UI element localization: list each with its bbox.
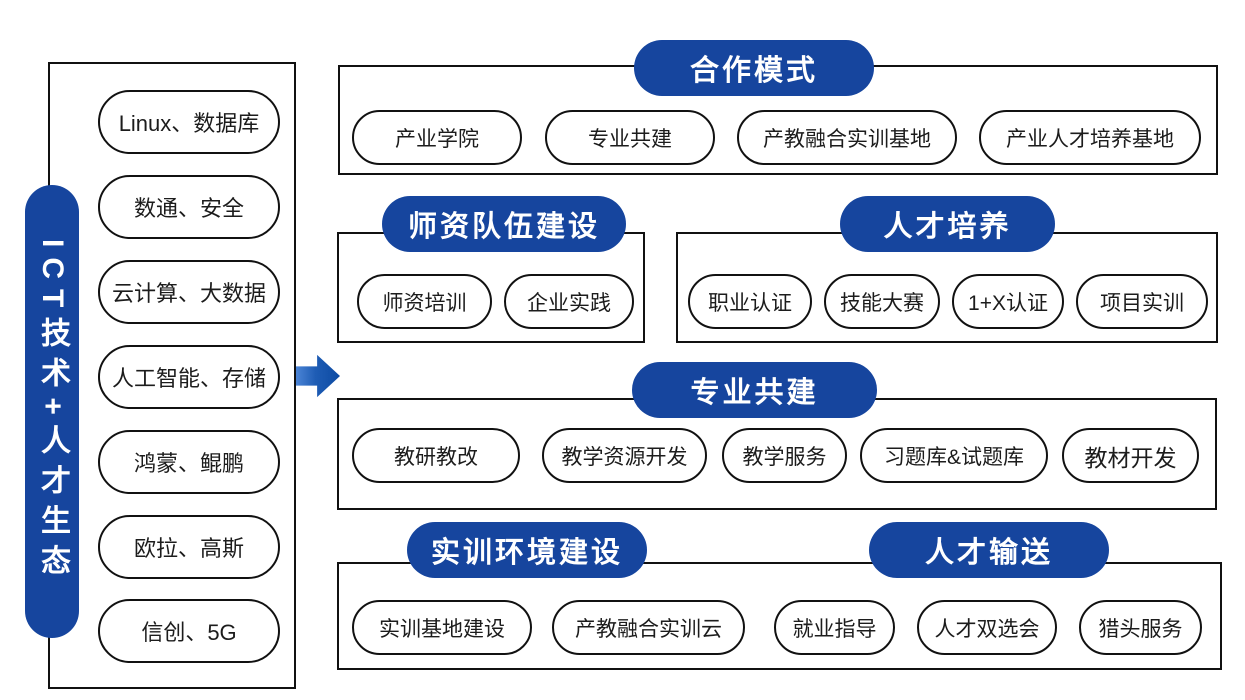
list-item: 猎头服务	[1079, 600, 1202, 655]
list-item: 人才双选会	[917, 600, 1057, 655]
list-item: 技能大赛	[824, 274, 940, 329]
section-box-faculty-team-building: 师资队伍建设 师资培训 企业实践	[337, 196, 645, 343]
list-item: 企业实践	[504, 274, 634, 329]
list-item: 教研教改	[352, 428, 520, 483]
list-item: 专业共建	[545, 110, 715, 165]
left-panel-box: Linux、数据库 数通、安全 云计算、大数据 人工智能、存储 鸿蒙、鲲鹏 欧拉…	[48, 62, 296, 689]
left-panel-item: 鸿蒙、鲲鹏	[98, 430, 280, 494]
list-item: 教学资源开发	[542, 428, 707, 483]
section-header-training-environment: 实训环境建设	[407, 522, 647, 578]
list-item: 1+X认证	[952, 274, 1064, 329]
list-item: 教材开发	[1062, 428, 1199, 483]
list-item: 产业学院	[352, 110, 522, 165]
section-box-major-co-construction: 专业共建 教研教改 教学资源开发 教学服务 习题库&试题库 教材开发	[337, 362, 1217, 510]
list-item: 习题库&试题库	[860, 428, 1048, 483]
list-item: 职业认证	[688, 274, 812, 329]
list-item: 产教融合实训云	[552, 600, 745, 655]
section-header-faculty-team-building: 师资队伍建设	[382, 196, 626, 252]
left-panel-title: ICT技术+人才生态	[36, 238, 69, 585]
left-panel-item: 人工智能、存储	[98, 345, 280, 409]
left-panel-title-pill: ICT技术+人才生态	[25, 185, 79, 638]
section-header-talent-delivery: 人才输送	[869, 522, 1109, 578]
section-box-cooperation-mode: 合作模式 产业学院 专业共建 产教融合实训基地 产业人才培养基地	[338, 40, 1218, 175]
section-header-talent-cultivation: 人才培养	[840, 196, 1055, 252]
left-panel-item: 欧拉、高斯	[98, 515, 280, 579]
left-panel-item: 信创、5G	[98, 599, 280, 663]
left-panel-item: 云计算、大数据	[98, 260, 280, 324]
list-item: 就业指导	[774, 600, 895, 655]
list-item: 项目实训	[1076, 274, 1208, 329]
list-item: 教学服务	[722, 428, 847, 483]
left-panel-item: 数通、安全	[98, 175, 280, 239]
list-item: 实训基地建设	[352, 600, 532, 655]
list-item: 产教融合实训基地	[737, 110, 957, 165]
section-header-cooperation-mode: 合作模式	[634, 40, 874, 96]
right-arrow-icon	[296, 354, 340, 398]
left-panel-item: Linux、数据库	[98, 90, 280, 154]
list-item: 产业人才培养基地	[979, 110, 1201, 165]
list-item: 师资培训	[357, 274, 492, 329]
section-header-major-co-construction: 专业共建	[632, 362, 877, 418]
section-box-talent-cultivation: 人才培养 职业认证 技能大赛 1+X认证 项目实训	[676, 196, 1218, 343]
section-box-training-and-delivery: 实训环境建设 人才输送 实训基地建设 产教融合实训云 就业指导 人才双选会 猎头…	[337, 522, 1222, 670]
